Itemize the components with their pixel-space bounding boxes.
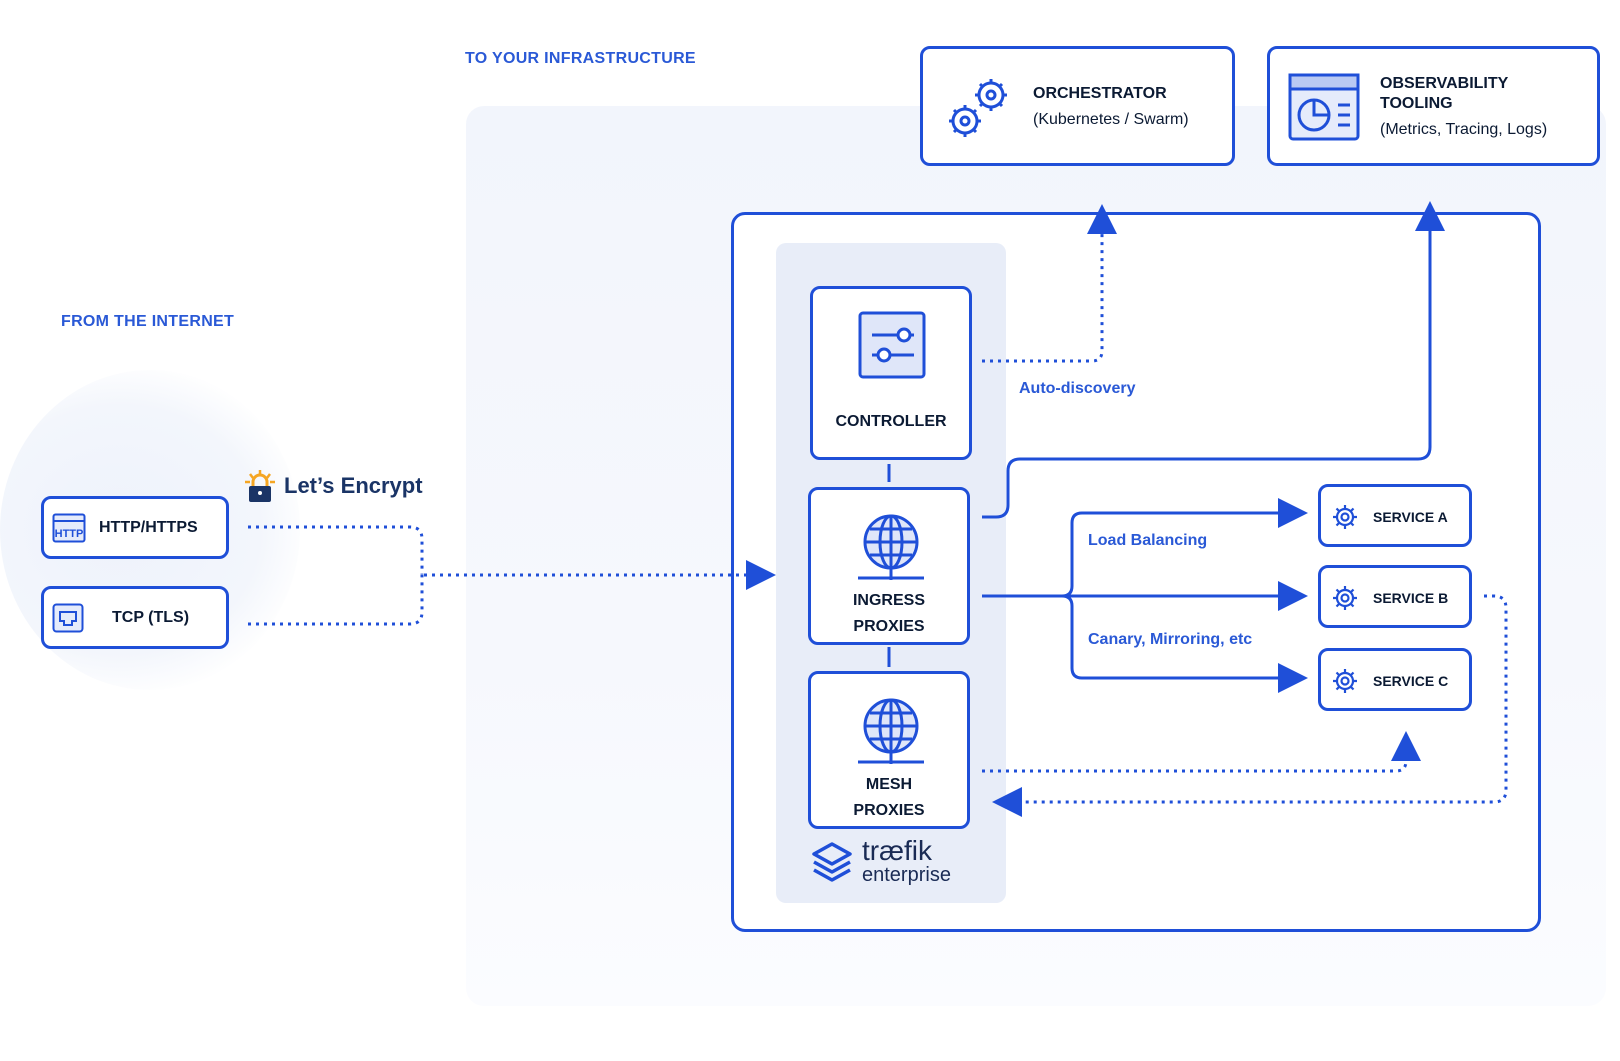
service-b-label: SERVICE B: [1373, 590, 1449, 606]
http-label: HTTP/HTTPS: [99, 519, 198, 536]
service-b-to-mesh-arrow: [992, 594, 1508, 817]
service-c-label: SERVICE C: [1373, 673, 1449, 689]
service-c-box: SERVICE C: [1318, 648, 1472, 711]
tcp-connector: [248, 574, 424, 626]
orchestrator-box: ORCHESTRATOR (Kubernetes / Swarm): [920, 46, 1235, 166]
mesh-proxies-box: MESH PROXIES: [808, 671, 970, 829]
ingress-label-line2: PROXIES: [853, 618, 925, 635]
orchestrator-subtitle: (Kubernetes / Swarm): [1033, 111, 1189, 128]
dashboard-icon: [1288, 73, 1360, 141]
observability-title-line2: TOOLING: [1380, 95, 1453, 112]
http-input-box: HTTP HTTP/HTTPS: [41, 496, 229, 559]
observability-arrow: [982, 201, 1445, 519]
service-a-box: SERVICE A: [1318, 484, 1472, 547]
http-icon: HTTP: [52, 513, 86, 543]
mesh-to-service-c-arrow: [982, 731, 1421, 773]
traefik-name: træfik: [862, 835, 932, 866]
arrow-to-service-c: [1061, 594, 1308, 693]
tcp-input-box: TCP (TLS): [41, 586, 229, 649]
service-b-box: SERVICE B: [1318, 565, 1472, 628]
observability-box: OBSERVABILITY TOOLING (Metrics, Tracing,…: [1267, 46, 1600, 166]
observability-subtitle: (Metrics, Tracing, Logs): [1380, 121, 1548, 138]
from-internet-label: FROM THE INTERNET: [61, 313, 235, 330]
observability-title-line1: OBSERVABILITY: [1380, 75, 1509, 92]
auto-discovery-label: Auto-discovery: [1019, 380, 1136, 397]
ingress-label-line1: INGRESS: [852, 592, 925, 609]
gears-icon: [949, 79, 1007, 137]
mesh-label-line1: MESH: [865, 776, 913, 793]
to-infrastructure-label: TO YOUR INFRASTRUCTURE: [465, 50, 696, 67]
gear-icon: [1333, 586, 1357, 610]
mesh-label-line2: PROXIES: [853, 802, 925, 819]
canary-label: Canary, Mirroring, etc: [1088, 631, 1253, 648]
traefik-layers-icon: [812, 842, 852, 882]
controller-box: CONTROLLER: [810, 286, 972, 460]
orchestrator-title: ORCHESTRATOR: [1033, 85, 1167, 102]
globe-icon: [858, 698, 924, 764]
letsencrypt-text: Let’s Encrypt: [284, 473, 423, 498]
ingress-proxies-box: INGRESS PROXIES: [808, 487, 970, 645]
traefik-logo: træfik enterprise: [810, 835, 951, 886]
load-balancing-label: Load Balancing: [1088, 532, 1208, 549]
padlock-icon: [245, 470, 275, 502]
http-icon-text: HTTP: [55, 528, 84, 540]
ethernet-port-icon: [52, 603, 84, 633]
arrow-to-service-a: [1061, 498, 1308, 598]
auto-discovery-arrow: [982, 204, 1117, 363]
gear-icon: [1333, 505, 1357, 529]
letsencrypt-logo: Let’s Encrypt: [242, 468, 423, 504]
http-connector: [248, 525, 424, 574]
gear-icon: [1333, 669, 1357, 693]
tcp-label: TCP (TLS): [112, 609, 190, 626]
service-a-label: SERVICE A: [1373, 509, 1448, 525]
controller-label: CONTROLLER: [835, 413, 947, 430]
sliders-icon: [858, 311, 926, 379]
globe-icon: [858, 514, 924, 580]
traefik-sub: enterprise: [862, 864, 951, 886]
